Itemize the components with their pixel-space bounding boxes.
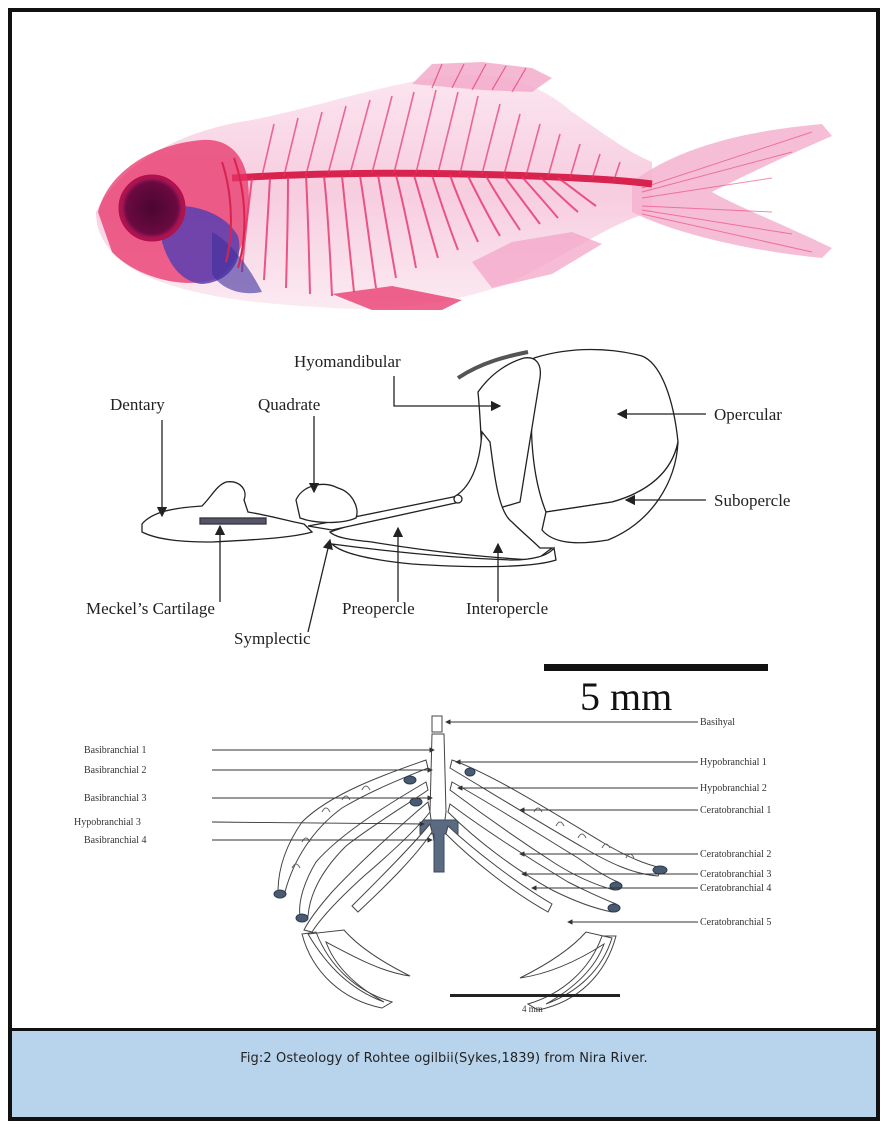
caption-band: Fig:2 Osteology of Rohtee ogilbii(Sykes,…: [12, 1028, 876, 1117]
label-symplectic: Symplectic: [234, 629, 311, 648]
scale-bar-large: [544, 664, 768, 671]
meckels-cartilage: [200, 518, 266, 524]
figure-caption: Fig:2 Osteology of Rohtee ogilbii(Sykes,…: [12, 1051, 876, 1066]
label-basibranchial-4: Basibranchial 4: [84, 835, 146, 846]
label-hyomandibular: Hyomandibular: [294, 352, 401, 371]
label-preopercle: Preopercle: [342, 599, 415, 618]
basihyal-bone: [432, 716, 442, 732]
label-subopercle: Subopercle: [714, 491, 790, 510]
label-basihyal: Basihyal: [700, 717, 735, 728]
label-ceratobranchial-3: Ceratobranchial 3: [700, 869, 771, 880]
label-ceratobranchial-4: Ceratobranchial 4: [700, 883, 771, 894]
label-dentary: Dentary: [110, 395, 165, 414]
scale-bar-small: [450, 994, 620, 997]
label-hypobranchial-1: Hypobranchial 1: [700, 757, 767, 768]
label-meckels-cartilage: Meckel’s Cartilage: [86, 599, 215, 618]
label-hypobranchial-3: Hypobranchial 3: [74, 817, 141, 828]
label-interopercle: Interopercle: [466, 599, 548, 618]
dentary-bone: [142, 482, 312, 542]
label-ceratobranchial-5: Ceratobranchial 5: [700, 917, 771, 928]
quadrate-bone: [296, 484, 357, 522]
figure-frame: Hyomandibular Dentary Quadrate Opercular…: [8, 8, 880, 1121]
label-basibranchial-3: Basibranchial 3: [84, 793, 146, 804]
figure-canvas: Hyomandibular Dentary Quadrate Opercular…: [12, 12, 876, 1117]
label-basibranchial-2: Basibranchial 2: [84, 765, 146, 776]
label-ceratobranchial-1: Ceratobranchial 1: [700, 805, 771, 816]
stained-fish-specimen: [96, 62, 832, 310]
scale-bar-large-label: 5 mm: [580, 674, 672, 719]
label-ceratobranchial-2: Ceratobranchial 2: [700, 849, 771, 860]
label-opercular: Opercular: [714, 405, 782, 424]
jaw-diagram: [142, 350, 678, 567]
label-basibranchial-1: Basibranchial 1: [84, 745, 146, 756]
branchial-diagram: [274, 716, 667, 1010]
label-quadrate: Quadrate: [258, 395, 320, 414]
scale-bar-small-label: 4 mm: [522, 1004, 543, 1014]
label-hypobranchial-2: Hypobranchial 2: [700, 783, 767, 794]
